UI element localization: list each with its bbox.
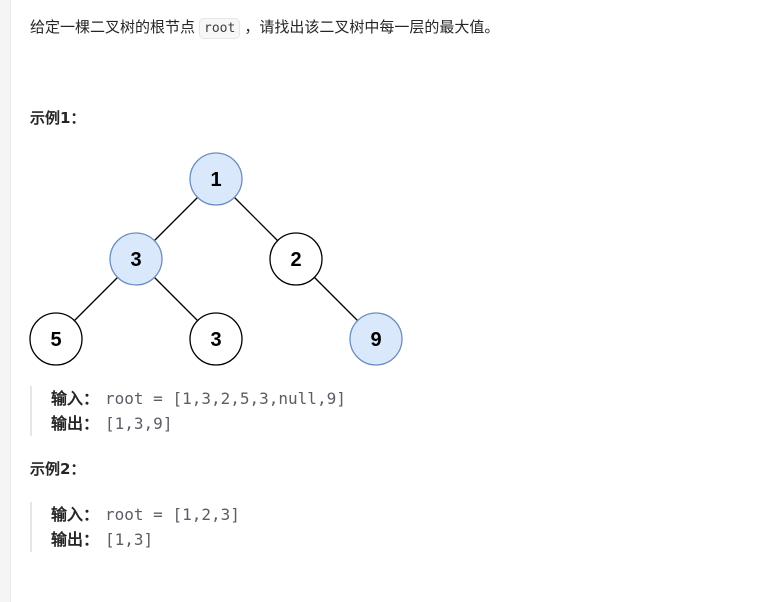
tree-node-label: 5: [50, 329, 61, 351]
tree-node-label: 2: [290, 249, 301, 271]
output-value: [1,3]: [105, 530, 154, 549]
description-text-end: ，请找出该二叉树中每一层的最大值。: [244, 18, 500, 36]
tree-edge: [153, 196, 199, 242]
tree-node-circle: [269, 232, 323, 286]
input-value: root = [1,3,2,5,3,null,9]: [105, 389, 346, 408]
input-label: 输入：: [51, 389, 100, 408]
tree-edge: [313, 276, 359, 322]
example-1-input-line: 输入： root = [1,3,2,5,3,null,9]: [51, 386, 346, 411]
tree-edge: [153, 276, 199, 322]
tree-edge: [233, 196, 279, 242]
example-1-io-block: 输入： root = [1,3,2,5,3,null,9] 输出： [1,3,9]: [30, 386, 346, 436]
input-label: 输入：: [51, 505, 100, 524]
left-panel-edge: [0, 0, 11, 602]
description-text-start: 给定一棵二叉树的根节点: [30, 18, 196, 36]
example-2-io-block: 输入： root = [1,2,3] 输出： [1,3]: [30, 502, 240, 552]
tree-node-label: 3: [210, 329, 221, 351]
example-2-input-line: 输入： root = [1,2,3]: [51, 502, 240, 527]
tree-edge: [73, 276, 119, 322]
tree-node-label: 1: [210, 169, 221, 191]
tree-node-circle: [29, 312, 83, 366]
input-value: root = [1,2,3]: [105, 505, 240, 524]
example-1-title: 示例1：: [30, 109, 86, 127]
example-2-output-line: 输出： [1,3]: [51, 527, 240, 552]
tree-node-circle: [109, 232, 163, 286]
tree-node-circle: [189, 152, 243, 206]
output-label: 输出：: [51, 530, 100, 549]
tree-node-circle: [349, 312, 403, 366]
tree-node-label: 3: [130, 249, 141, 271]
tree-node-circle: [189, 312, 243, 366]
output-label: 输出：: [51, 414, 100, 433]
tree-node-label: 9: [370, 329, 381, 351]
output-value: [1,3,9]: [105, 414, 173, 433]
example-2-title: 示例2：: [30, 460, 86, 478]
example-1-output-line: 输出： [1,3,9]: [51, 411, 346, 436]
root-inline-code: root: [199, 18, 241, 39]
